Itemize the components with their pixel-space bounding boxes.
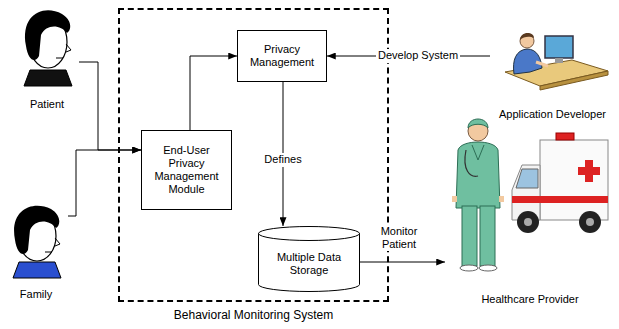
node-label: Patient bbox=[30, 98, 64, 110]
node-label: Application Developer bbox=[499, 108, 606, 120]
system-boundary: Behavioral Monitoring SystemPrivacy Mana… bbox=[118, 8, 389, 302]
node-label: End-User Privacy Management Module bbox=[146, 144, 227, 197]
edge-label-holder: Defines bbox=[253, 153, 313, 166]
developer-icon bbox=[505, 33, 608, 90]
edge-label: Develop System bbox=[376, 49, 460, 62]
node-label: Healthcare Provider bbox=[481, 293, 578, 305]
person-node: Patient bbox=[15, 5, 79, 110]
connector-arrow bbox=[360, 262, 445, 263]
connector-arrow bbox=[79, 62, 141, 150]
edge-label-holder: Develop System bbox=[368, 49, 468, 62]
connector-arrow bbox=[190, 56, 237, 130]
node-label: Multiple Data Storage bbox=[264, 251, 354, 277]
process-box: End-User Privacy Management Module bbox=[141, 130, 232, 210]
boundary-label: Behavioral Monitoring System bbox=[120, 308, 387, 322]
doctor-icon bbox=[452, 119, 504, 271]
process-box: Privacy Management bbox=[237, 30, 327, 82]
node-label: Privacy Management bbox=[242, 43, 322, 69]
edge-label-holder: Monitor Patient bbox=[368, 225, 430, 251]
database-cylinder: Multiple Data Storage bbox=[258, 226, 360, 292]
person-node: Family bbox=[4, 198, 68, 300]
ambulance-icon bbox=[512, 133, 608, 233]
provider-node: Healthcare Provider bbox=[445, 112, 615, 305]
connector-arrow bbox=[68, 150, 141, 216]
edge-label: Defines bbox=[262, 153, 303, 166]
person-node: Application Developer bbox=[490, 25, 615, 120]
patient-icon bbox=[24, 10, 72, 86]
edge-label: Monitor Patient bbox=[368, 225, 430, 251]
family-icon bbox=[13, 206, 61, 278]
node-label: Family bbox=[20, 288, 52, 300]
